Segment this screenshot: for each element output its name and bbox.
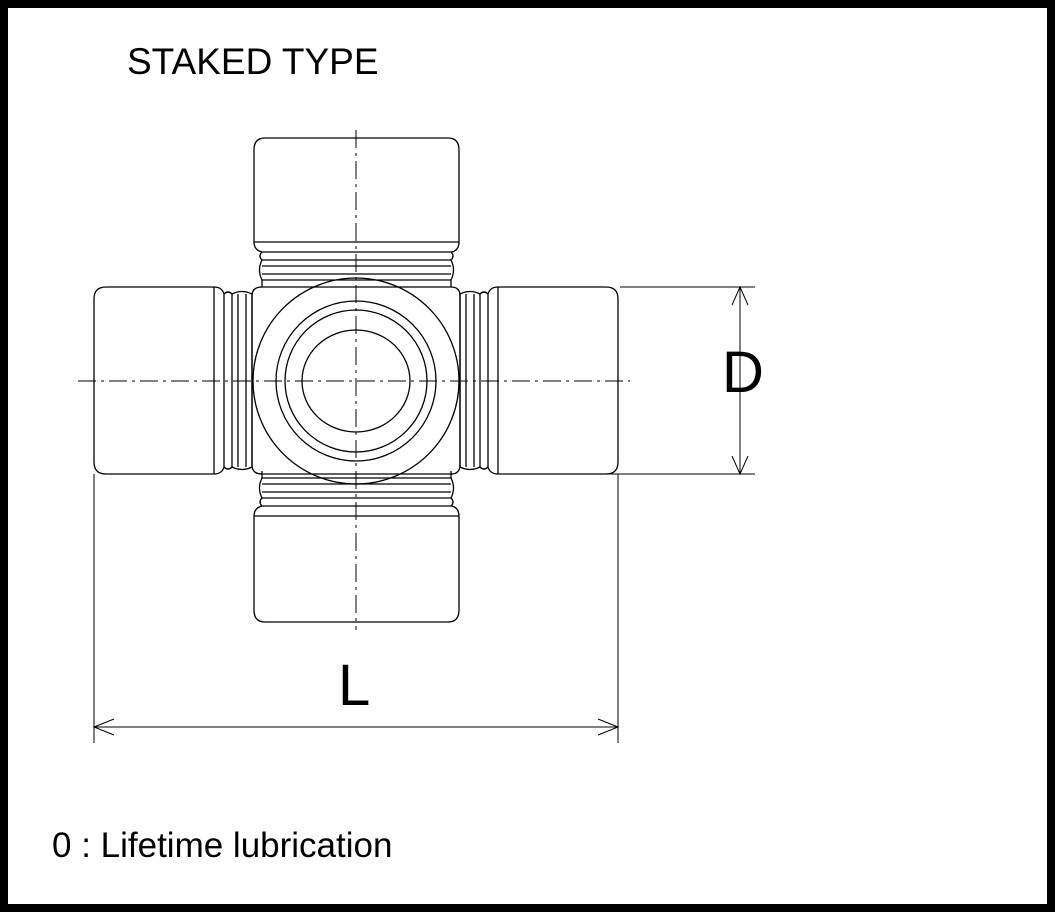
dimension-d-label: D bbox=[722, 340, 764, 405]
dimension-d bbox=[602, 285, 755, 476]
universal-joint-cross bbox=[78, 130, 630, 630]
dimension-l-label: L bbox=[338, 653, 370, 718]
lubrication-note: 0 : Lifetime lubrication bbox=[52, 826, 392, 865]
drawing-title: STAKED TYPE bbox=[127, 41, 379, 82]
dimension-l bbox=[92, 474, 620, 743]
